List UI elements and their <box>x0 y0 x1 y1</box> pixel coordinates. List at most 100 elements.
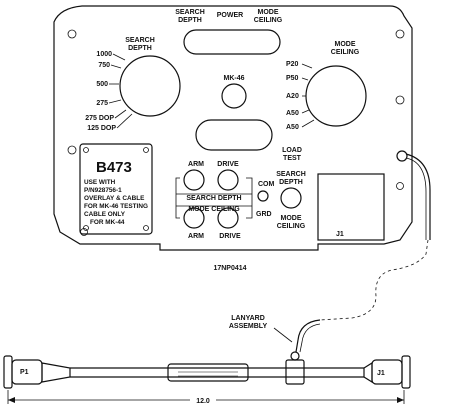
lanyard-label-2: ASSEMBLY <box>229 323 268 330</box>
j1-panel-label: J1 <box>336 231 344 238</box>
sleeve-hatch <box>178 367 238 377</box>
group-bracket <box>175 177 180 219</box>
j1-plug-cap <box>401 355 411 389</box>
top-label-power: POWER <box>217 12 243 19</box>
load-search-line2: DEPTH <box>279 179 303 186</box>
search-pos-label: 500 <box>96 81 108 88</box>
lanyard-cord-inner <box>299 323 321 353</box>
mode-pos-tick <box>301 119 315 128</box>
arm-top-button[interactable] <box>183 169 205 191</box>
cable-sleeve <box>167 363 249 382</box>
search-pos-tick <box>114 109 127 119</box>
search-pos-tick <box>110 64 122 69</box>
dimension-label: 12.0 <box>196 398 210 405</box>
drive-bottom-button[interactable] <box>217 207 239 229</box>
mode-pos-label: P50 <box>286 75 299 82</box>
search-pos-label: 750 <box>98 62 110 69</box>
placard-screw <box>143 225 149 231</box>
j1-connector-window <box>317 173 385 241</box>
placard-line: P/N928756-1 <box>84 187 122 194</box>
search-pos-tick <box>112 53 126 61</box>
top-slot <box>183 29 281 55</box>
top-label-ceiling: CEILING <box>254 17 283 24</box>
search-pos-tick <box>108 99 122 104</box>
dimension-arrow-left <box>8 397 15 403</box>
figure-id: 17NP0414 <box>213 265 246 272</box>
clamp-screw <box>290 351 300 361</box>
mode-pos-label: A50 <box>286 110 299 117</box>
lanyard-clamp <box>285 359 305 385</box>
search-pos-tick <box>116 113 133 129</box>
placard-screw <box>143 147 149 153</box>
dimension-arrow-right <box>397 397 404 403</box>
lanyard-cord <box>295 319 321 353</box>
p1-label: P1 <box>20 369 29 376</box>
drive-top-label: DRIVE <box>217 161 239 168</box>
mounting-hole <box>67 29 77 39</box>
load-test-line1: LOAD <box>282 147 302 154</box>
load-test-line2: TEST <box>283 155 302 162</box>
top-label-search: SEARCH <box>175 9 205 16</box>
mode-pos-label: P20 <box>286 61 299 68</box>
j1-cable-label: J1 <box>377 370 385 377</box>
mode-dial-title-1: MODE <box>335 41 356 48</box>
mode-ceiling-positions: P20 P50 A20 A50 A50 <box>286 61 315 131</box>
mode-ceiling-group-label: MODE CEILING <box>188 206 240 213</box>
drive-bottom-label: DRIVE <box>219 233 241 240</box>
grd-label: GRD <box>256 211 272 218</box>
top-label-depth: DEPTH <box>178 17 202 24</box>
load-test-switch[interactable] <box>280 187 302 209</box>
group-bracket <box>246 177 253 219</box>
search-pos-label: 275 <box>96 100 108 107</box>
j1-boot <box>363 361 373 384</box>
lanyard-dashed-cable <box>319 239 429 321</box>
placard <box>79 143 153 235</box>
p1-boot <box>41 362 71 383</box>
load-search-line1: SEARCH <box>276 171 306 178</box>
search-pos-label: 1000 <box>96 51 112 58</box>
arm-bottom-label: ARM <box>188 233 204 240</box>
search-dial-title-1: SEARCH <box>125 37 155 44</box>
mk46-label: MK-46 <box>223 75 244 82</box>
placard-line: CABLE ONLY <box>84 211 126 218</box>
search-dial-title-2: DEPTH <box>128 45 152 52</box>
com-jack[interactable] <box>257 190 269 202</box>
mounting-hole <box>395 29 405 39</box>
mounting-hole <box>395 95 405 105</box>
mode-pos-tick <box>301 63 313 69</box>
placard-line: OVERLAY & CABLE <box>84 195 145 202</box>
mk46-knob[interactable] <box>221 83 247 109</box>
mode-ceiling-knob[interactable] <box>305 65 367 127</box>
search-depth-positions: 1000 750 500 275 275 DOP 125 DOP <box>85 51 133 132</box>
p1-plug-cap <box>3 355 13 389</box>
load-mode-line2: CEILING <box>277 223 306 230</box>
middle-slot <box>195 119 273 151</box>
com-label: COM <box>258 181 275 188</box>
dimension-label-bg <box>190 394 216 404</box>
search-depth-knob[interactable] <box>119 55 181 117</box>
placard-line: FOR MK-44 <box>90 219 125 226</box>
load-mode-line1: MODE <box>281 215 302 222</box>
mode-dial-title-2: CEILING <box>331 49 360 56</box>
search-pos-label: 125 DOP <box>87 125 116 132</box>
placard-line: FOR MK-46 TESTING <box>84 203 148 210</box>
top-label-mode: MODE <box>258 9 279 16</box>
lanyard-leader <box>273 327 293 343</box>
drive-top-button[interactable] <box>217 169 239 191</box>
placard-screw <box>83 147 89 153</box>
cable-anchor <box>396 150 408 162</box>
mode-pos-label: A50 <box>286 124 299 131</box>
panel-outline <box>53 5 413 251</box>
mounting-hole <box>67 145 77 155</box>
lanyard-label-1: LANYARD <box>231 315 265 322</box>
placard-lines: USE WITH P/N928756-1 OVERLAY & CABLE FOR… <box>84 179 148 226</box>
placard-line: USE WITH <box>84 179 116 186</box>
search-pos-label: 275 DOP <box>85 115 114 122</box>
panel-cable-inner <box>405 157 427 240</box>
arm-bottom-button[interactable] <box>183 207 205 229</box>
mounting-hole <box>396 182 404 190</box>
mode-pos-tick <box>301 77 309 81</box>
panel-cable <box>405 153 431 240</box>
